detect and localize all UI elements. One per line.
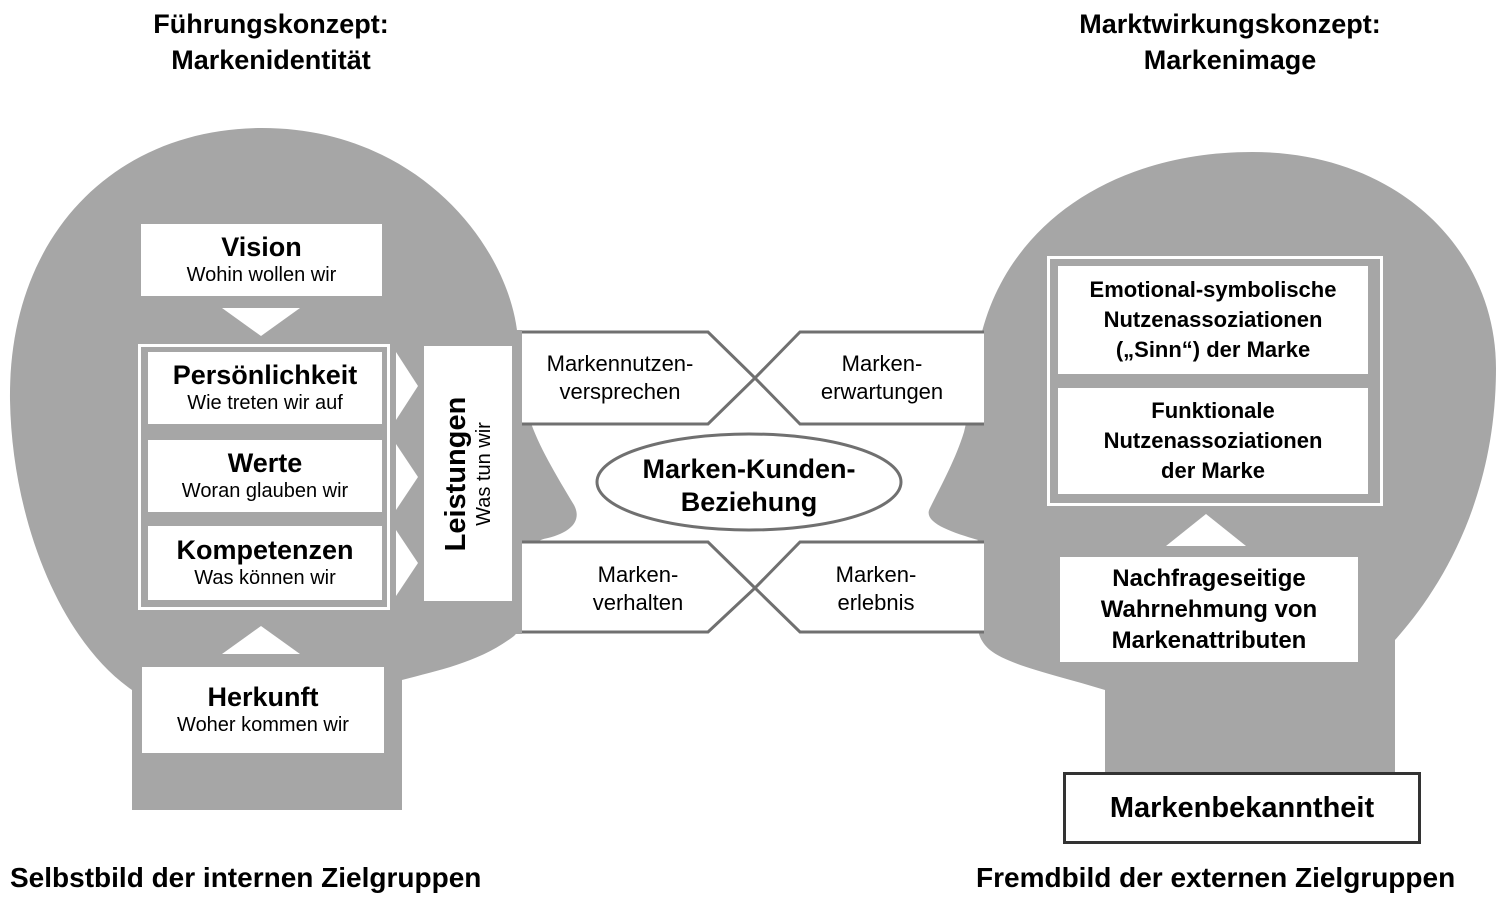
label-markennutzenversprechen-line1: Markennutzen-: [546, 351, 694, 376]
markenbekanntheit-label: Markenbekanntheit: [1109, 791, 1375, 824]
funktional-box: Funktionale Nutzenassoziationen der Mark…: [1058, 388, 1368, 494]
herkunft-title: Herkunft: [207, 682, 319, 712]
marken-kunden-beziehung-label: Marken-Kunden- Beziehung: [599, 453, 899, 519]
werte-subtitle: Woran glauben wir: [181, 480, 349, 502]
persoenlichkeit-box: Persönlichkeit Wie treten wir auf: [148, 352, 382, 424]
center-ellipse: [595, 432, 903, 532]
arrow-right-1: [396, 352, 418, 420]
label-markennutzenversprechen: Markennutzen- versprechen: [530, 350, 710, 406]
funktional-line1: Funktionale: [1151, 398, 1275, 423]
funktional-line2: Nutzenassoziationen: [1103, 428, 1323, 453]
werte-title: Werte: [227, 448, 303, 478]
arrow-down-vision: [222, 308, 300, 336]
label-markenerlebnis-line2: erlebnis: [837, 590, 915, 615]
label-markenerlebnis-line1: Marken-: [835, 562, 917, 587]
leistungen-subtitle: Was tun wir: [473, 421, 495, 526]
identity-frame: [138, 344, 390, 610]
label-markenverhalten-line2: verhalten: [592, 590, 684, 615]
arrow-right-3: [396, 530, 418, 596]
header-left-line1: Führungskonzept:: [153, 9, 389, 39]
kompetenzen-box: Kompetenzen Was können wir: [148, 526, 382, 600]
herkunft-box: Herkunft Woher kommen wir: [142, 667, 384, 753]
arrow-up-herkunft: [222, 626, 300, 654]
header-left: Führungskonzept: Markenidentität: [100, 6, 442, 78]
nachfrage-line3: Markenattributen: [1111, 627, 1307, 654]
label-markenverhalten-line1: Marken-: [597, 562, 679, 587]
header-right: Marktwirkungskonzept: Markenimage: [1020, 6, 1440, 78]
label-markenerlebnis: Marken- erlebnis: [786, 561, 966, 617]
emotional-line3: („Sinn“) der Marke: [1115, 337, 1311, 362]
vision-box: Vision Wohin wollen wir: [141, 224, 382, 296]
label-markennutzenversprechen-line2: versprechen: [559, 379, 681, 404]
header-right-line1: Marktwirkungskonzept:: [1079, 9, 1381, 39]
header-left-line2: Markenidentität: [171, 45, 371, 75]
nachfrage-line2: Wahrnehmung von: [1100, 596, 1318, 623]
herkunft-subtitle: Woher kommen wir: [177, 714, 349, 736]
kompetenzen-title: Kompetenzen: [176, 535, 354, 565]
funktional-line3: der Marke: [1161, 458, 1265, 483]
persoenlichkeit-title: Persönlichkeit: [172, 360, 358, 390]
werte-box: Werte Woran glauben wir: [148, 440, 382, 512]
kompetenzen-subtitle: Was können wir: [194, 567, 336, 589]
label-markenerwartungen-line1: Marken-: [841, 351, 923, 376]
label-markenerwartungen: Marken- erwartungen: [792, 350, 972, 406]
leistungen-title: Leistungen: [440, 396, 472, 551]
arrow-up-right: [1166, 514, 1246, 546]
emotional-line2: Nutzenassoziationen: [1103, 307, 1323, 332]
footer-right: Fremdbild der externen Zielgruppen: [976, 862, 1456, 893]
vision-subtitle: Wohin wollen wir: [186, 264, 337, 286]
persoenlichkeit-subtitle: Wie treten wir auf: [187, 392, 343, 414]
nachfrage-box: Nachfrageseitige Wahrnehmung von Markena…: [1060, 557, 1358, 662]
header-right-line2: Markenimage: [1143, 45, 1317, 75]
center-line2: Beziehung: [680, 487, 818, 517]
bridge-top-outline: [516, 330, 990, 426]
image-frame: [1047, 256, 1383, 506]
arrow-right-2: [396, 444, 418, 510]
markenbekanntheit-box: Markenbekanntheit: [1063, 772, 1421, 844]
label-markenverhalten: Marken- verhalten: [548, 561, 728, 617]
leistungen-box: Leistungen Was tun wir: [424, 346, 512, 601]
footer-left: Selbstbild der internen Zielgruppen: [10, 862, 482, 893]
emotional-box: Emotional-symbolische Nutzenassoziatione…: [1058, 266, 1368, 374]
nachfrage-line1: Nachfrageseitige: [1112, 565, 1306, 592]
vision-title: Vision: [221, 232, 302, 262]
center-line1: Marken-Kunden-: [642, 454, 856, 484]
label-markenerwartungen-line2: erwartungen: [820, 379, 944, 404]
emotional-line1: Emotional-symbolische: [1089, 277, 1337, 302]
